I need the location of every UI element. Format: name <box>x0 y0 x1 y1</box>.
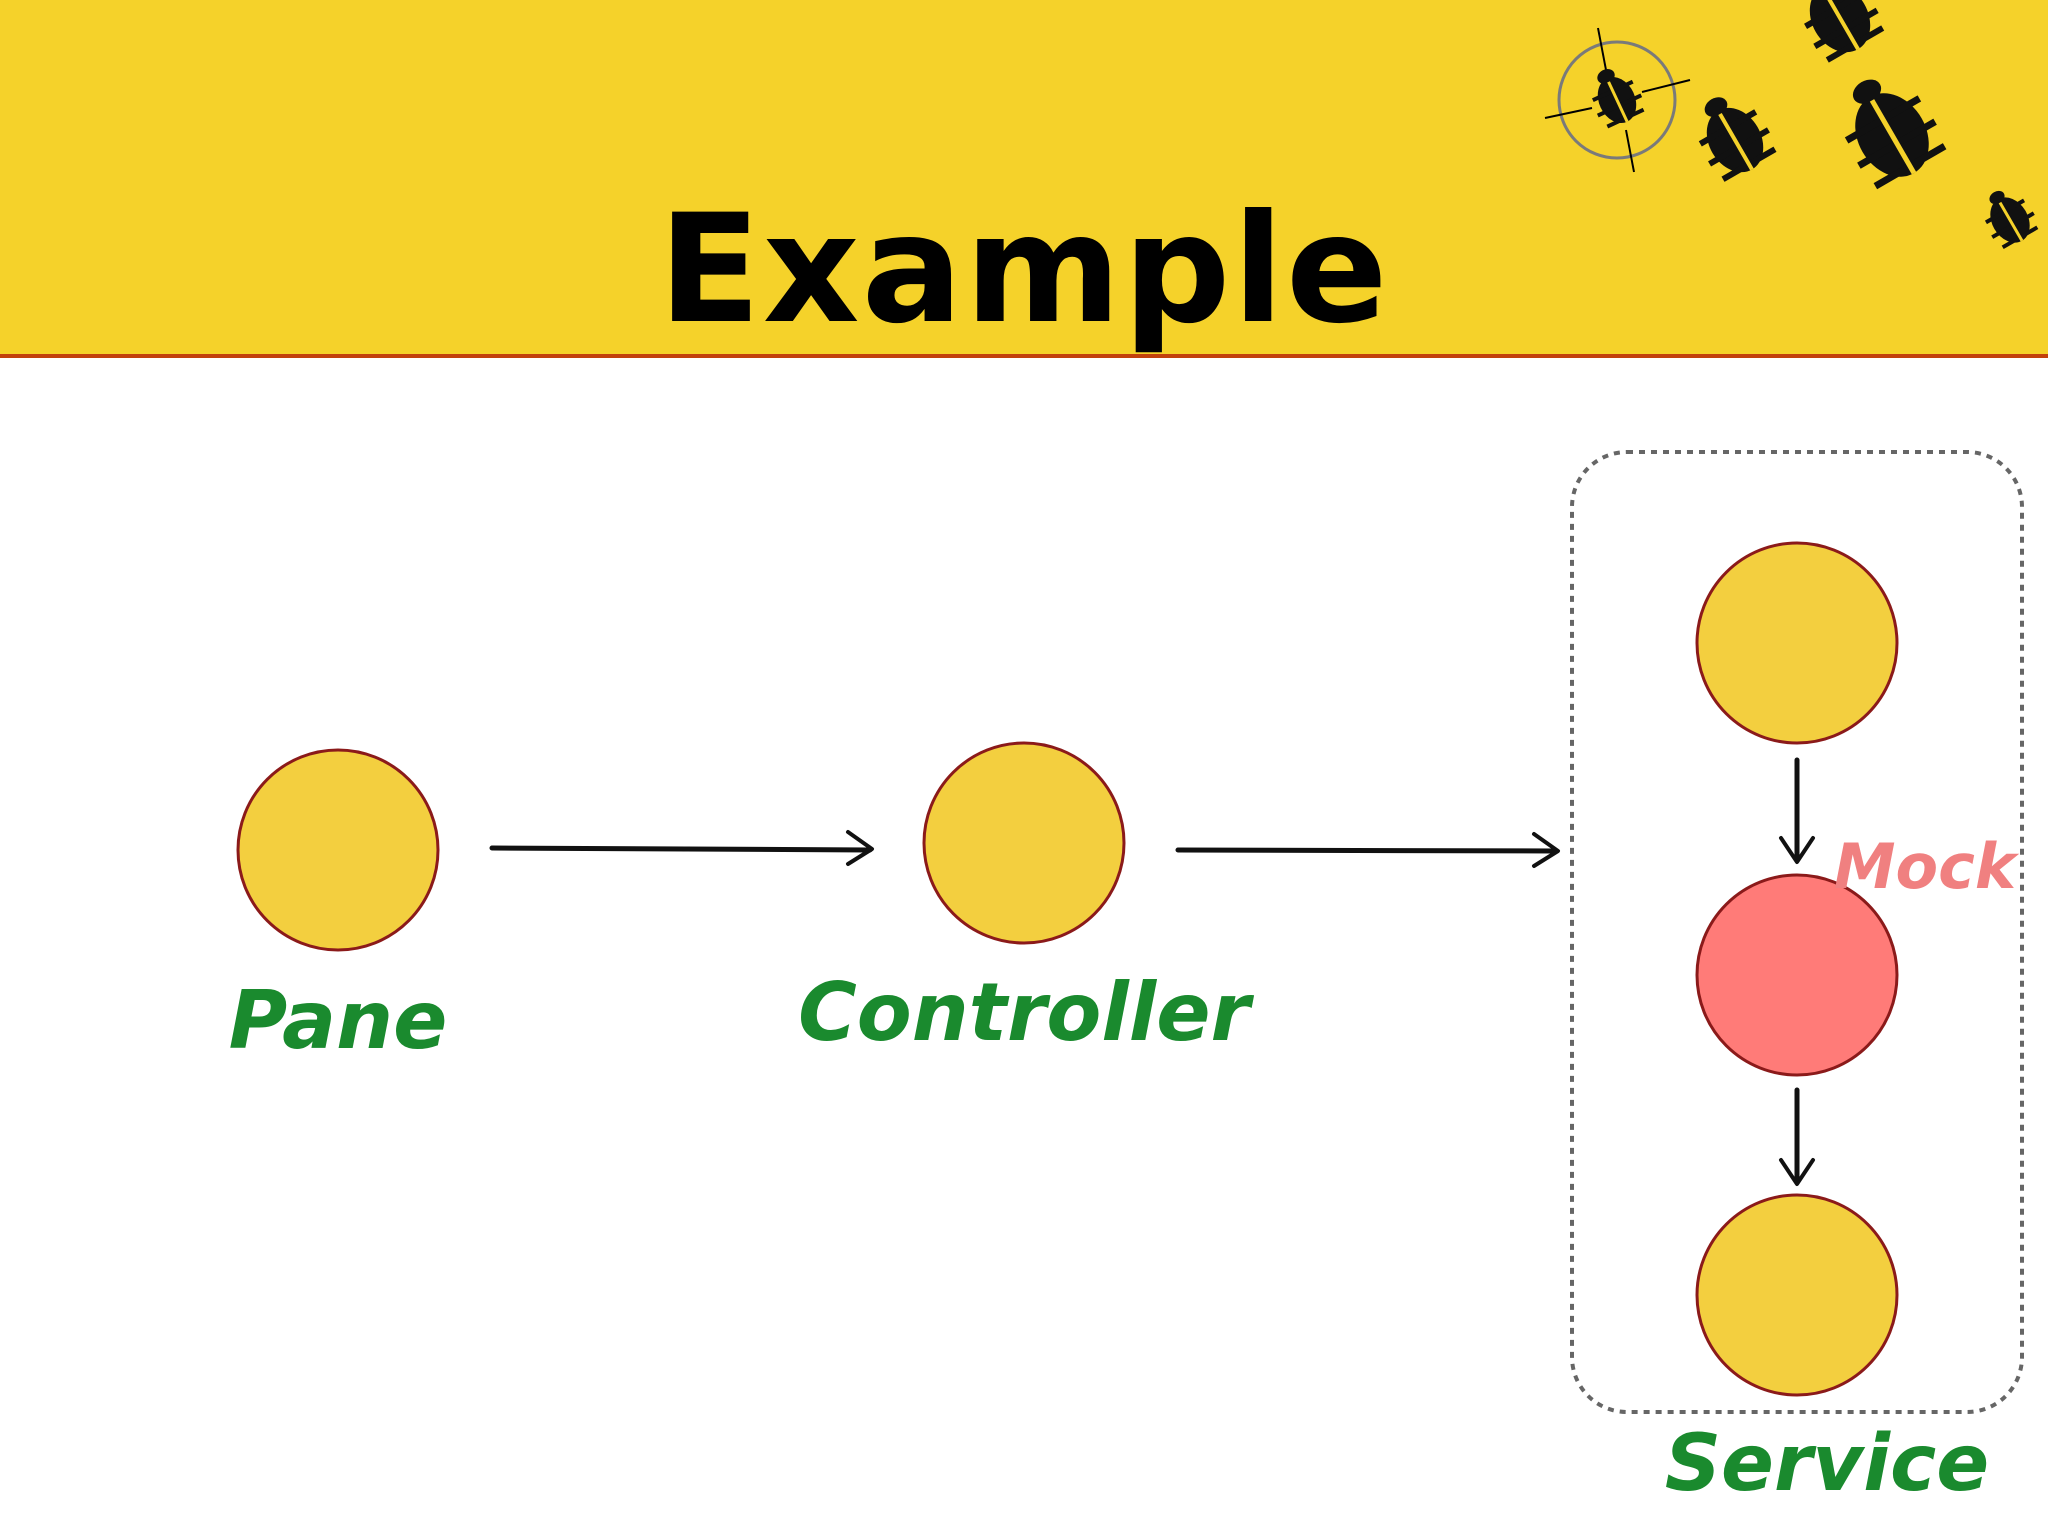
edge-pane-to-controller-head <box>846 830 874 866</box>
page-title: Example <box>658 183 1390 357</box>
node-controller <box>922 741 1126 945</box>
edge-pane-to-controller <box>489 845 873 853</box>
node-service-mock <box>1695 873 1899 1077</box>
label-controller: Controller <box>798 966 1254 1059</box>
edge-mock-to-service-bottom-head <box>1779 1158 1815 1186</box>
node-pane <box>236 748 440 952</box>
bug-icon <box>1984 190 2039 250</box>
bug-icon <box>1698 97 1777 182</box>
edge-controller-to-service <box>1175 847 1559 854</box>
crosshair-bug-icon <box>1544 27 1691 173</box>
header-banner: Example <box>0 0 2048 358</box>
label-service: Service <box>1665 1419 1989 1509</box>
service-group-box <box>1570 450 2024 1414</box>
bug-icon <box>1804 0 1885 63</box>
label-pane: Pane <box>229 974 448 1067</box>
bug-decoration <box>1544 0 2039 250</box>
node-service-bottom <box>1695 1193 1899 1397</box>
architecture-diagram: Pane Controller Mock Service <box>229 450 2024 1509</box>
label-mock: Mock <box>1834 830 2020 903</box>
edge-controller-to-service-head <box>1532 832 1560 868</box>
node-service-top <box>1695 541 1899 745</box>
edge-service-top-to-mock-head <box>1779 836 1815 864</box>
bug-icon <box>1844 79 1947 190</box>
